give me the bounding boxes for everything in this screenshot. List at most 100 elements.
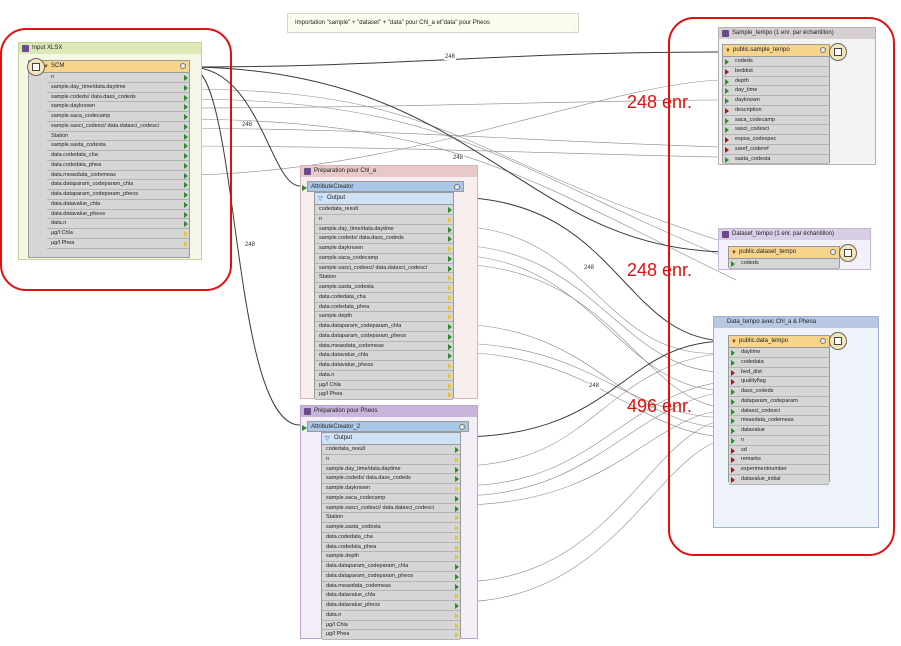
- attribute-port-icon[interactable]: [455, 622, 459, 629]
- attribute-row[interactable]: description: [723, 105, 829, 116]
- gear-icon[interactable]: [180, 63, 186, 69]
- attribute-port-icon[interactable]: [455, 573, 459, 580]
- attribute-port-icon[interactable]: [448, 216, 452, 223]
- attribute-row[interactable]: sample.saca_codecamp: [322, 493, 460, 504]
- attribute-port-icon[interactable]: [184, 231, 188, 237]
- attribute-row[interactable]: µg/l Chla: [322, 620, 460, 631]
- attribute-row[interactable]: µg/l Chla: [315, 380, 453, 391]
- attribute-row[interactable]: saca_codecamp: [723, 115, 829, 126]
- attribute-port-icon[interactable]: [455, 505, 459, 512]
- transformer-attributecreator-2[interactable]: AttributeCreator_2: [302, 421, 469, 432]
- attribute-row[interactable]: sd: [729, 445, 829, 456]
- attribute-row[interactable]: data.codedata_cha: [322, 532, 460, 543]
- input-port[interactable]: [302, 185, 307, 191]
- attribute-port-icon[interactable]: [448, 294, 452, 301]
- attribute-row[interactable]: data.dataparam_codeparam_pheos: [315, 331, 453, 342]
- attribute-row[interactable]: sample.day_time/data.daytime: [315, 224, 453, 235]
- attribute-port-icon[interactable]: [184, 182, 188, 189]
- attribute-row[interactable]: data.codedata_phea: [322, 542, 460, 553]
- attribute-port-icon[interactable]: [448, 363, 452, 369]
- attribute-row[interactable]: depth: [723, 76, 829, 87]
- attribute-row[interactable]: sample.sasci_codesci/ data.datasci_codes…: [315, 263, 453, 274]
- attribute-port-icon[interactable]: [184, 240, 188, 247]
- attribute-row[interactable]: espsa_codespec: [723, 135, 829, 145]
- attribute-row[interactable]: data.codedata_cha: [315, 292, 453, 303]
- attribute-row[interactable]: Station: [315, 273, 453, 283]
- attribute-port-icon[interactable]: [448, 324, 452, 330]
- attribute-port-icon[interactable]: [455, 583, 459, 590]
- attribute-row[interactable]: sample.codeds/ data.dass_codeds: [322, 474, 460, 484]
- attribute-port-icon[interactable]: [448, 265, 452, 272]
- attribute-port-icon[interactable]: [184, 172, 188, 179]
- attribute-row[interactable]: n: [47, 73, 189, 83]
- attribute-port-icon[interactable]: [455, 525, 459, 531]
- attribute-row[interactable]: sample.day_time/data.daytime: [322, 464, 460, 475]
- attribute-port-icon[interactable]: [448, 275, 452, 282]
- writer-dataset-tempo[interactable]: ▼ public.dataset_tempo codeds: [728, 246, 840, 269]
- attribute-row[interactable]: codedata_result: [315, 205, 453, 215]
- collapse-icon[interactable]: ▼: [731, 250, 737, 256]
- attribute-row[interactable]: sample.sasci_codesci/ data.datasci_codes…: [322, 503, 460, 514]
- attribute-row[interactable]: µg/l Phea: [322, 630, 460, 640]
- attribute-row[interactable]: sample.day_time/data.daytime: [47, 82, 189, 93]
- attribute-row[interactable]: data.n: [47, 219, 189, 229]
- attribute-port-icon[interactable]: [184, 192, 188, 198]
- attribute-row[interactable]: n: [322, 454, 460, 465]
- attribute-port-icon[interactable]: [455, 554, 459, 561]
- input-port[interactable]: [302, 425, 307, 431]
- attribute-port-icon[interactable]: [448, 343, 452, 350]
- attribute-row[interactable]: sample.codeds/ data.dass_codeds: [315, 234, 453, 244]
- writer-header[interactable]: ▼ public.dataset_tempo: [729, 247, 839, 259]
- attribute-row[interactable]: datasci_codesci: [729, 406, 829, 417]
- attribute-port-icon[interactable]: [455, 476, 459, 483]
- gear-icon[interactable]: [830, 249, 836, 255]
- attribute-row[interactable]: data.dataparam_codeparam_chla: [315, 322, 453, 332]
- attribute-port-icon[interactable]: [455, 564, 459, 570]
- attribute-port-icon[interactable]: [184, 133, 188, 140]
- attribute-port-icon[interactable]: [448, 236, 452, 243]
- collapse-icon[interactable]: ▽: [318, 196, 323, 202]
- attribute-row[interactable]: sample.depth: [322, 552, 460, 562]
- transformer-attributecreator[interactable]: AttributeCreator: [302, 181, 464, 192]
- attribute-row[interactable]: sample.dayknown: [47, 102, 189, 112]
- attribute-row[interactable]: codedata: [729, 357, 829, 368]
- attribute-row[interactable]: sample.sasta_codesta: [322, 523, 460, 533]
- attribute-row[interactable]: codedata_result: [322, 445, 460, 455]
- attribute-row[interactable]: day_time: [723, 86, 829, 96]
- attribute-row[interactable]: n: [315, 214, 453, 225]
- attribute-port-icon[interactable]: [448, 207, 452, 213]
- attribute-row[interactable]: data.codedata_cha: [47, 151, 189, 161]
- attribute-port-icon[interactable]: [455, 612, 459, 619]
- attribute-row[interactable]: codeds: [723, 57, 829, 67]
- attribute-row[interactable]: data.dataparam_codeparam_pheos: [322, 571, 460, 582]
- attribute-row[interactable]: sasta_codesta: [723, 154, 829, 165]
- attribute-row[interactable]: sample.depth: [315, 312, 453, 322]
- attribute-port-icon[interactable]: [184, 211, 188, 218]
- attribute-row[interactable]: qualityflag: [729, 377, 829, 387]
- attribute-port-icon[interactable]: [455, 486, 459, 492]
- attribute-row[interactable]: data.datavalue_chla: [47, 199, 189, 210]
- attribute-row[interactable]: daytime: [729, 348, 829, 358]
- attribute-row[interactable]: data.codedata_phea: [315, 302, 453, 313]
- attribute-port-icon[interactable]: [455, 593, 459, 600]
- attribute-row[interactable]: Station: [322, 513, 460, 523]
- attribute-row[interactable]: data.measdata_codemeas: [322, 581, 460, 592]
- attribute-row[interactable]: data.datavalue_chla: [322, 591, 460, 601]
- attribute-port-icon[interactable]: [448, 333, 452, 340]
- attribute-row[interactable]: codeds: [729, 259, 839, 269]
- attribute-row[interactable]: datavalue_initial: [729, 474, 829, 485]
- attribute-row[interactable]: µg/l Chla: [47, 229, 189, 239]
- writer-header[interactable]: ▼ public.sample_tempo: [723, 45, 829, 57]
- attribute-port-icon[interactable]: [184, 143, 188, 150]
- attribute-port-icon[interactable]: [455, 603, 459, 609]
- attribute-port-icon[interactable]: [455, 544, 459, 551]
- attribute-row[interactable]: data.datavalue_pheos: [322, 601, 460, 611]
- attribute-port-icon[interactable]: [184, 123, 188, 130]
- attribute-port-icon[interactable]: [184, 84, 188, 91]
- attribute-row[interactable]: sample.saca_codecamp: [315, 253, 453, 264]
- collapse-icon[interactable]: ▽: [325, 436, 330, 442]
